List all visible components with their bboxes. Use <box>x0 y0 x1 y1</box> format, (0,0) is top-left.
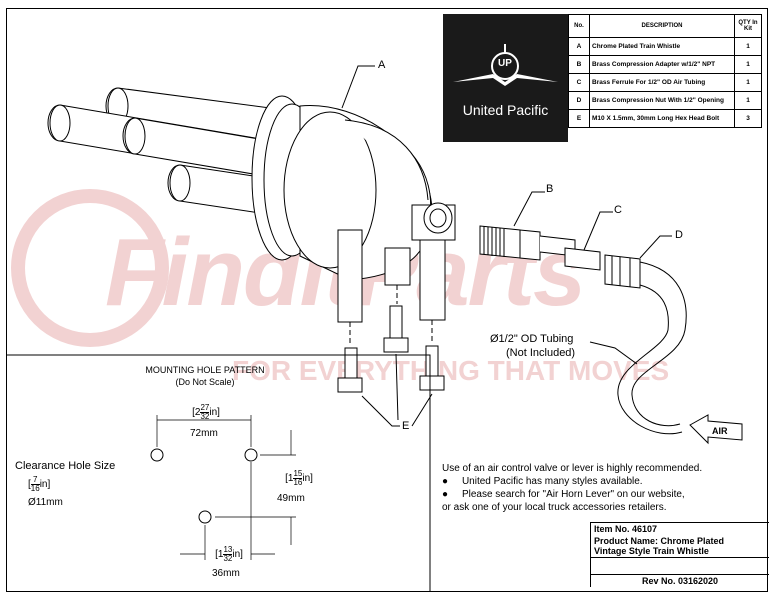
note-line4: or ask one of your local truck accessori… <box>442 502 667 513</box>
mounting-title: MOUNTING HOLE PATTERN <box>145 365 265 375</box>
callout-b: B <box>546 183 554 195</box>
clearance-label: Clearance Hole Size <box>15 460 116 472</box>
right-dim-mm: 49mm <box>277 493 305 504</box>
usage-notes: Use of an air control valve or lever is … <box>442 462 702 514</box>
callout-d: D <box>675 229 683 241</box>
parts-cell-no: B <box>568 55 590 74</box>
bottom-dim-mm: 36mm <box>212 568 240 579</box>
part-e-bolts <box>337 305 445 393</box>
wing-emblem-icon <box>453 44 558 86</box>
whistle-body <box>251 95 433 281</box>
title-block: Item No. 46107 Product Name: Chrome Plat… <box>590 522 769 587</box>
tubing-label-line2: (Not Included) <box>506 347 576 359</box>
top-dim-num: 27 <box>200 403 210 413</box>
parts-cell-qty: 3 <box>734 109 762 128</box>
bottom-dim-num: 13 <box>223 545 233 555</box>
watermark-circle <box>11 189 169 347</box>
part-c-ferrule <box>564 247 601 271</box>
right-dim-den: 16 <box>293 478 303 487</box>
callout-c: C <box>614 204 622 216</box>
parts-cell-description: Brass Compression Nut With 1/2" Opening <box>589 91 735 110</box>
clearance-frac-den: 16 <box>30 484 40 493</box>
right-dim-num: 15 <box>293 469 303 479</box>
callout-a: A <box>378 59 386 71</box>
part-d-nut <box>604 254 641 289</box>
clearance-frac-unit: in] <box>39 479 51 491</box>
revision-number: Rev No. 03162020 <box>591 574 769 587</box>
mount-hole-left <box>150 448 164 462</box>
air-tubing <box>631 261 687 427</box>
product-name-line2: Vintage Style Train Whistle <box>591 546 769 558</box>
top-dim-mm: 72mm <box>190 428 218 439</box>
bottom-dim-unit: in] <box>232 549 243 561</box>
parts-cell-qty: 1 <box>734 55 762 74</box>
parts-cell-description: Brass Compression Adapter w/1/2" NPT <box>589 55 735 74</box>
mounting-legs <box>337 227 446 323</box>
item-number: Item No. 46107 <box>594 524 658 534</box>
brand-logo: UP United Pacific <box>443 14 568 142</box>
mounting-pattern-drawing <box>6 354 431 592</box>
mount-hole-bottom <box>198 510 212 524</box>
watermark-tagline: FOR EVERYTHING THAT MOVES <box>232 355 670 386</box>
product-name-line1: Product Name: Chrome Plated <box>594 536 725 546</box>
parts-header-qty: QTY In Kit <box>734 14 762 38</box>
air-arrow <box>689 414 743 445</box>
note-bullet1-text: United Pacific has many styles available… <box>461 476 643 487</box>
parts-cell-qty: 1 <box>734 91 762 110</box>
tubing-label-line1: Ø1/2" OD Tubing <box>490 333 574 345</box>
note-bullet2-text: Please search for "Air Horn Lever" on ou… <box>461 489 685 500</box>
note-bullet1: ● United Pacific has many styles availab… <box>442 475 702 488</box>
top-dim-den: 32 <box>200 412 210 421</box>
callout-e: E <box>402 420 410 432</box>
drawing-frame <box>6 8 768 592</box>
parts-header-description: DESCRIPTION <box>589 14 735 38</box>
top-dim-unit: in] <box>209 407 220 419</box>
clearance-mm: Ø11mm <box>28 497 63 508</box>
mount-hole-right <box>244 448 258 462</box>
right-dim-unit: in] <box>302 473 313 485</box>
parts-cell-no: E <box>568 109 590 128</box>
parts-cell-qty: 1 <box>734 73 762 92</box>
note-bullet2: ● Please search for "Air Horn Lever" on … <box>442 488 702 501</box>
parts-header-no: No. <box>568 14 590 38</box>
inlet-fitting <box>411 202 456 241</box>
parts-cell-qty: 1 <box>734 37 762 56</box>
mounting-subtitle: (Do Not Scale) <box>175 377 235 387</box>
bottom-dim-den: 32 <box>223 554 233 563</box>
parts-cell-description: M10 X 1.5mm, 30mm Long Hex Head Bolt <box>589 109 735 128</box>
bullet-icon: ● <box>442 489 462 500</box>
note-line1: Use of an air control valve or lever is … <box>442 463 703 474</box>
clearance-frac-num: 7 <box>30 476 40 485</box>
parts-cell-no: A <box>568 37 590 56</box>
logo-brand-name: United Pacific <box>462 102 549 118</box>
clearance-frac-open: [ <box>28 479 31 491</box>
right-dim-whole: [1 <box>285 473 294 485</box>
bottom-dim-whole: [1 <box>215 549 224 561</box>
parts-cell-no: C <box>568 73 590 92</box>
logo-mark-letters: UP <box>498 58 512 69</box>
parts-cell-description: Brass Ferrule For 1/2" OD Air Tubing <box>589 73 735 92</box>
bullet-icon: ● <box>442 476 462 487</box>
air-arrow-label: AIR <box>712 426 728 436</box>
top-dim-whole: [2 <box>192 407 201 419</box>
parts-cell-no: D <box>568 91 590 110</box>
parts-cell-description: Chrome Plated Train Whistle <box>589 37 735 56</box>
part-b-adapter <box>479 225 576 261</box>
